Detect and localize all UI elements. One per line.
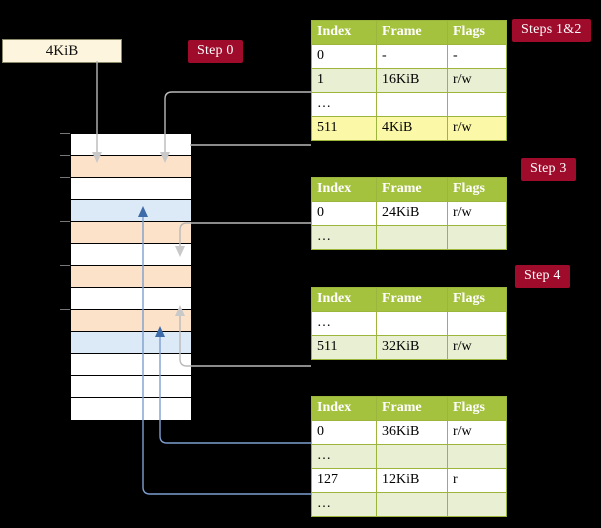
step-badge-step4: Step 4	[515, 265, 570, 288]
table-row[interactable]: …	[311, 225, 507, 250]
table-cell: …	[311, 92, 377, 117]
table-cell: …	[311, 444, 377, 469]
table-cell: …	[311, 225, 377, 250]
table-cell	[376, 225, 448, 250]
table-cell	[376, 92, 448, 117]
memory-block-tick	[60, 155, 70, 156]
column-header: Flags	[447, 396, 507, 421]
column-header: Frame	[376, 287, 448, 312]
column-header: Frame	[376, 396, 448, 421]
memory-block-row	[71, 178, 191, 200]
column-header: Flags	[447, 177, 507, 202]
page-frame-box: 4KiB	[2, 39, 122, 63]
memory-block-tick	[60, 265, 70, 266]
table-cell: 32KiB	[376, 335, 448, 360]
table-cell: 511	[311, 116, 377, 141]
memory-block-tick	[60, 309, 70, 310]
column-header: Index	[311, 287, 377, 312]
table-cell: 0	[311, 201, 377, 226]
column-header: Frame	[376, 20, 448, 45]
table-cell	[447, 92, 507, 117]
table-cell: r/w	[447, 335, 507, 360]
memory-block-row	[71, 200, 191, 222]
memory-block-tick	[60, 177, 70, 178]
table-cell: …	[311, 311, 377, 336]
table-cell: -	[376, 44, 448, 69]
column-header: Flags	[447, 287, 507, 312]
table-cell: r/w	[447, 68, 507, 93]
table-cell	[447, 225, 507, 250]
table-row[interactable]: …	[311, 92, 507, 117]
table-row[interactable]: …	[311, 444, 507, 469]
memory-block-tick	[60, 133, 70, 134]
table-cell: 0	[311, 420, 377, 445]
table-cell	[447, 492, 507, 517]
table-cell: 24KiB	[376, 201, 448, 226]
table-cell: 36KiB	[376, 420, 448, 445]
memory-block-row	[71, 332, 191, 354]
table-cell: 4KiB	[376, 116, 448, 141]
table-cell	[447, 311, 507, 336]
memory-block-row	[71, 376, 191, 398]
page-frame-label: 4KiB	[45, 43, 79, 59]
memory-block-tick	[60, 221, 70, 222]
column-header: Index	[311, 20, 377, 45]
memory-block-row	[71, 156, 191, 178]
memory-block-row	[71, 310, 191, 332]
table-cell	[376, 444, 448, 469]
memory-block-row	[71, 288, 191, 310]
table-cell: …	[311, 492, 377, 517]
table-cell: 1	[311, 68, 377, 93]
step-badge-step0: Step 0	[188, 40, 243, 63]
column-header: Flags	[447, 20, 507, 45]
memory-block-column	[70, 133, 191, 420]
table-cell	[447, 444, 507, 469]
table-cell: 511	[311, 335, 377, 360]
table-cell: 12KiB	[376, 468, 448, 493]
step-badge-steps12: Steps 1&2	[512, 19, 591, 42]
memory-block-row	[71, 266, 191, 288]
memory-block-row	[71, 134, 191, 156]
column-header: Index	[311, 177, 377, 202]
table-row[interactable]: …	[311, 492, 507, 517]
table-row[interactable]: 0--	[311, 44, 507, 69]
table-cell	[376, 492, 448, 517]
table-cell: r/w	[447, 201, 507, 226]
table-cell: r/w	[447, 116, 507, 141]
column-header: Frame	[376, 177, 448, 202]
table-cell: 0	[311, 44, 377, 69]
table-cell: -	[447, 44, 507, 69]
memory-block-row	[71, 222, 191, 244]
table-cell: 16KiB	[376, 68, 448, 93]
memory-block-row	[71, 398, 191, 420]
memory-block-row	[71, 244, 191, 266]
table-cell: r/w	[447, 420, 507, 445]
connector-pdp-row0-to-block	[179, 222, 311, 246]
step-badge-step3: Step 3	[521, 158, 576, 181]
table-row[interactable]: …	[311, 311, 507, 336]
memory-block-row	[71, 354, 191, 376]
table-cell	[376, 311, 448, 336]
column-header: Index	[311, 396, 377, 421]
connector-pd-row511-to-block	[179, 316, 311, 367]
table-cell: 127	[311, 468, 377, 493]
table-cell: r	[447, 468, 507, 493]
